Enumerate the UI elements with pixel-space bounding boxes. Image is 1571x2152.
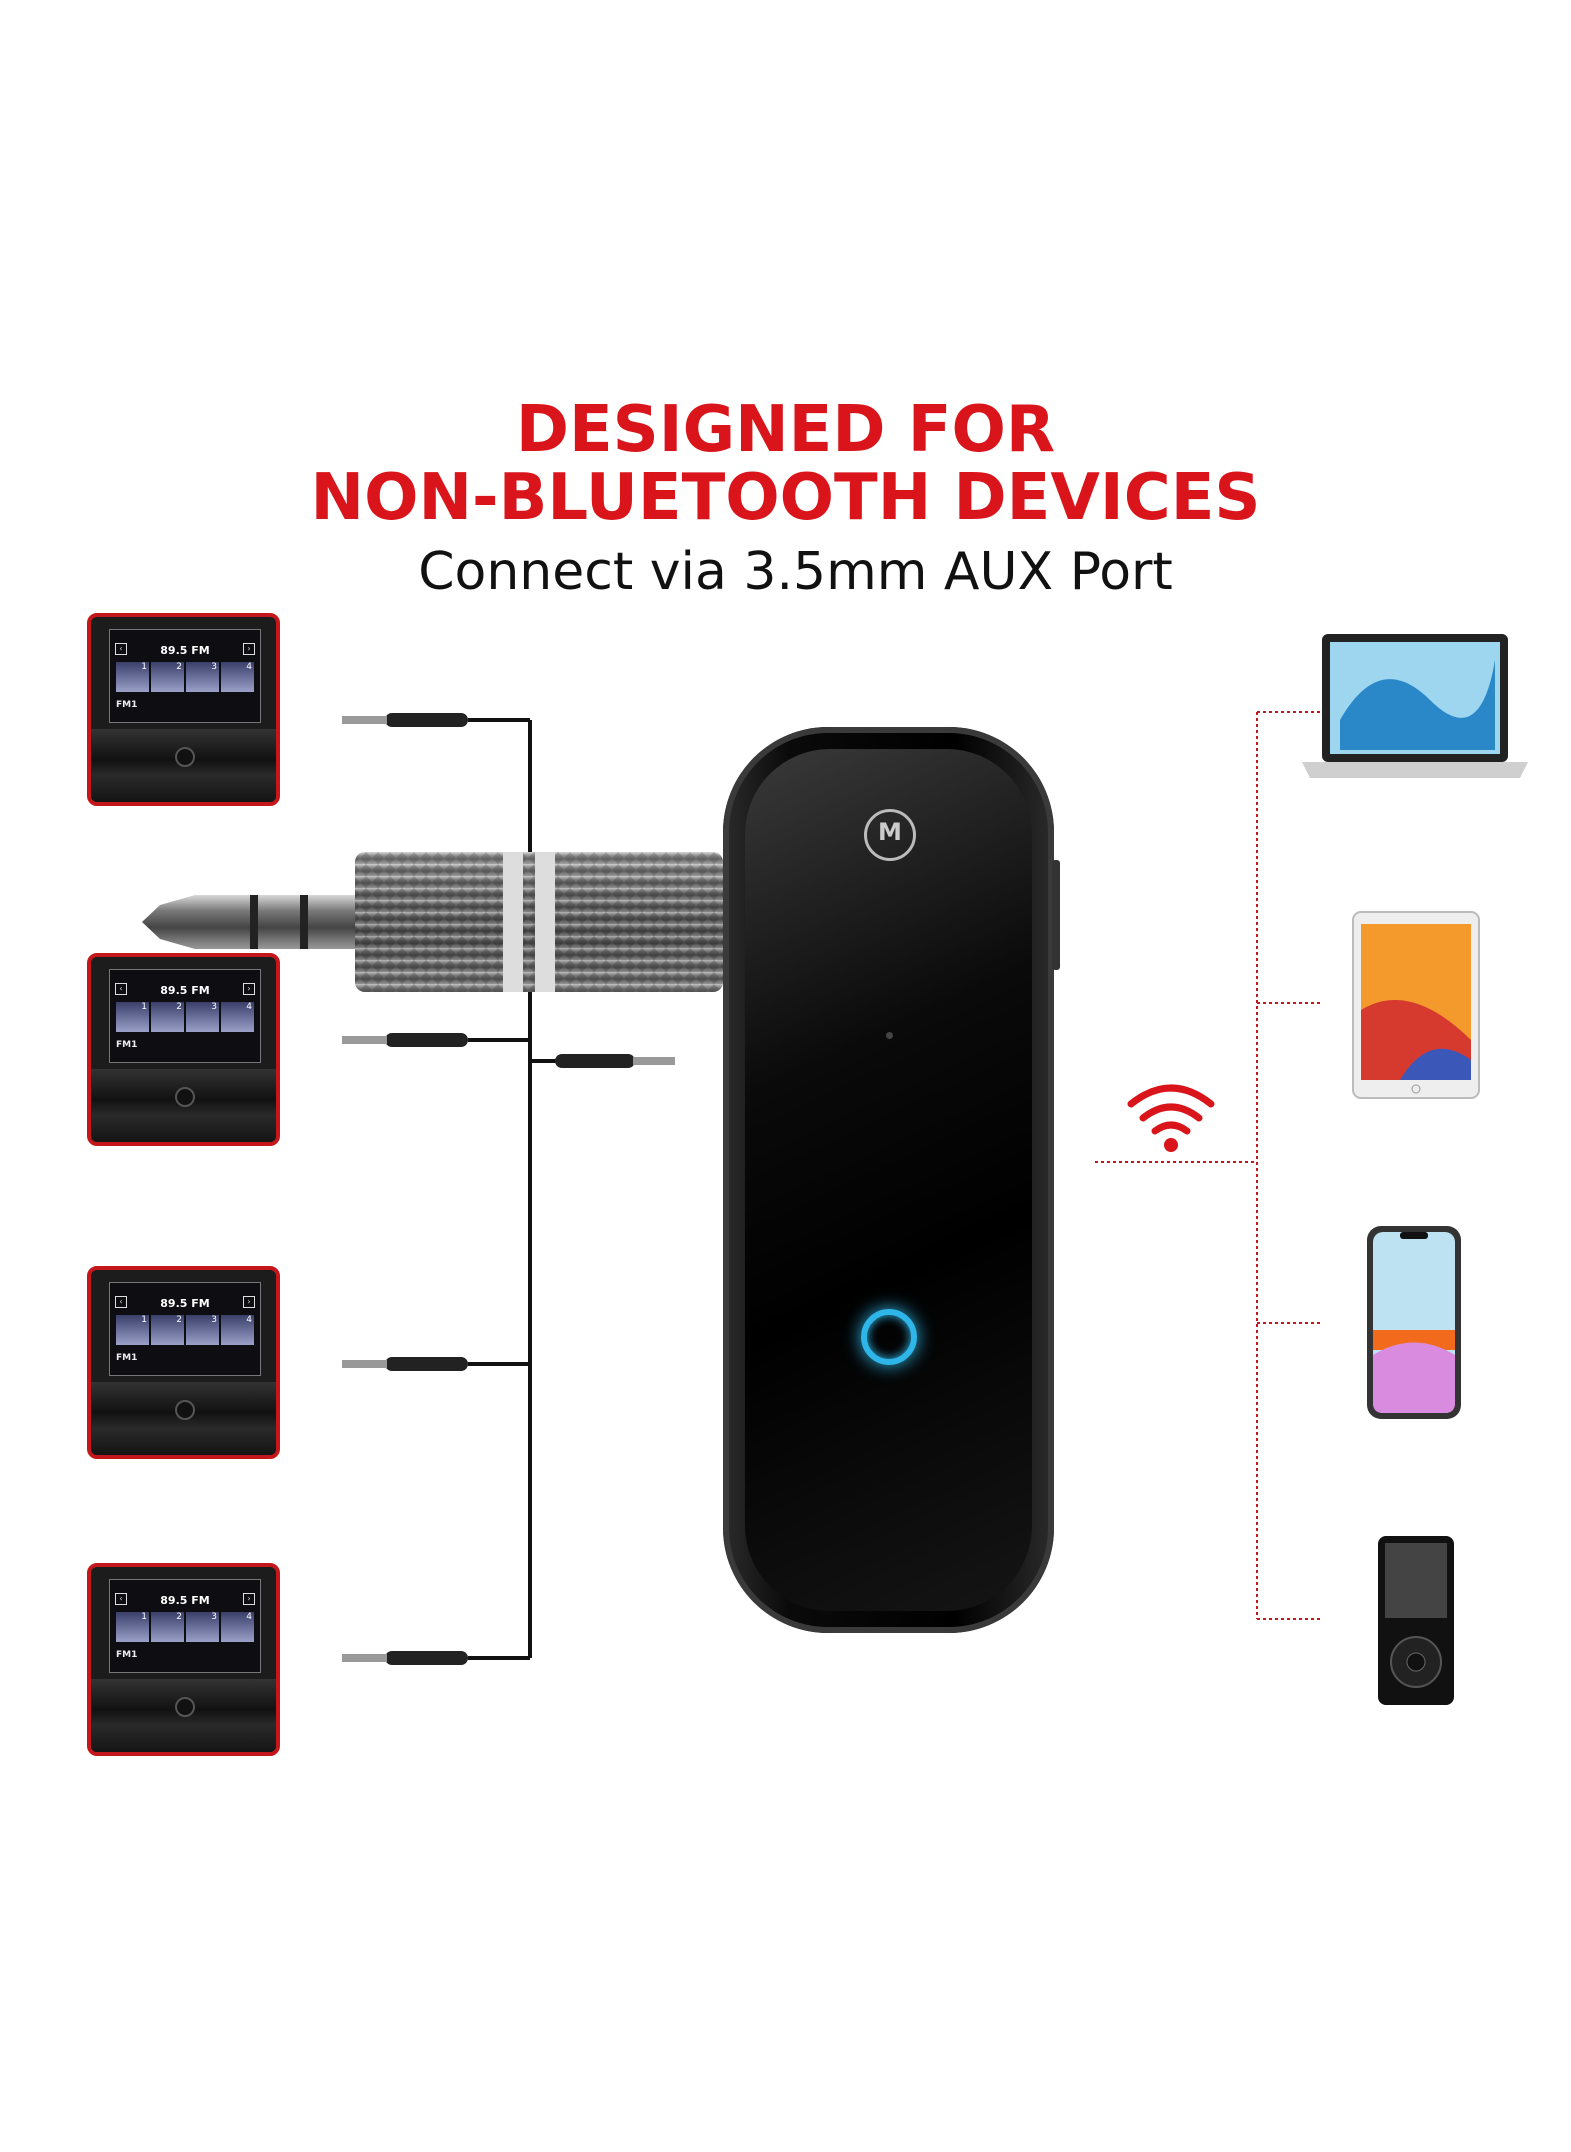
red-dotted-connectors xyxy=(1095,711,1323,1620)
aux-plug xyxy=(342,1357,468,1371)
aux-jack-icon xyxy=(142,852,723,992)
preset-button: 4 xyxy=(221,1315,254,1345)
radio-source: FM1 xyxy=(116,700,138,710)
preset-button: 1 xyxy=(116,1612,149,1642)
prev-arrow-icon: ‹ xyxy=(115,1296,127,1308)
wifi-signal-icon xyxy=(1127,1084,1215,1152)
headline-line-2: NON-BLUETOOTH DEVICES xyxy=(310,461,1261,535)
radio-source: FM1 xyxy=(116,1353,138,1363)
laptop-icon xyxy=(1302,634,1528,778)
aux-plug xyxy=(342,1651,468,1665)
aux-plugs xyxy=(342,713,675,1665)
radio-frequency: 89.5 FM xyxy=(160,644,210,657)
preset-button: 3 xyxy=(186,1002,219,1032)
subtitle: Connect via 3.5mm AUX Port xyxy=(418,542,1173,602)
preset-button: 1 xyxy=(116,1315,149,1345)
preset-button: 1 xyxy=(116,662,149,692)
mfb-logo-icon: M xyxy=(864,809,916,861)
aux-port-icon xyxy=(175,1400,195,1420)
preset-button: 1 xyxy=(116,1002,149,1032)
mp3-player-icon xyxy=(1378,1536,1454,1705)
preset-button: 4 xyxy=(221,662,254,692)
radio-frequency: 89.5 FM xyxy=(160,1594,210,1607)
aux-port-icon xyxy=(175,747,195,767)
next-arrow-icon: › xyxy=(243,983,255,995)
radio-faceplate xyxy=(91,1679,276,1752)
microphone-hole xyxy=(886,1032,893,1039)
radio-faceplate xyxy=(91,1382,276,1455)
radio-faceplate xyxy=(91,729,276,802)
radio-source: FM1 xyxy=(116,1040,138,1050)
aux-plug xyxy=(342,1033,468,1047)
aux-port-icon xyxy=(175,1697,195,1717)
smartphone-icon xyxy=(1367,1226,1461,1419)
preset-button: 3 xyxy=(186,1315,219,1345)
prev-arrow-icon: ‹ xyxy=(115,1593,127,1605)
next-arrow-icon: › xyxy=(243,1593,255,1605)
aux-plug xyxy=(342,713,468,727)
next-arrow-icon: › xyxy=(243,643,255,655)
preset-button: 2 xyxy=(151,662,184,692)
bluetooth-adapter xyxy=(723,727,1054,1633)
radio-frequency: 89.5 FM xyxy=(160,984,210,997)
preset-button: 4 xyxy=(221,1002,254,1032)
next-arrow-icon: › xyxy=(243,1296,255,1308)
aux-plug xyxy=(555,1054,675,1068)
radio-faceplate xyxy=(91,1069,276,1142)
prev-arrow-icon: ‹ xyxy=(115,983,127,995)
side-button xyxy=(1052,860,1060,970)
preset-button: 2 xyxy=(151,1315,184,1345)
aux-port-icon xyxy=(175,1087,195,1107)
preset-button: 4 xyxy=(221,1612,254,1642)
radio-frequency: 89.5 FM xyxy=(160,1297,210,1310)
adapter-glass-face xyxy=(745,749,1032,1611)
preset-button: 2 xyxy=(151,1612,184,1642)
tablet-icon xyxy=(1352,911,1480,1099)
led-ring-icon xyxy=(861,1309,917,1365)
preset-button: 3 xyxy=(186,662,219,692)
headline-line-1: DESIGNED FOR xyxy=(515,393,1056,467)
preset-button: 3 xyxy=(186,1612,219,1642)
radio-source: FM1 xyxy=(116,1650,138,1660)
preset-button: 2 xyxy=(151,1002,184,1032)
prev-arrow-icon: ‹ xyxy=(115,643,127,655)
